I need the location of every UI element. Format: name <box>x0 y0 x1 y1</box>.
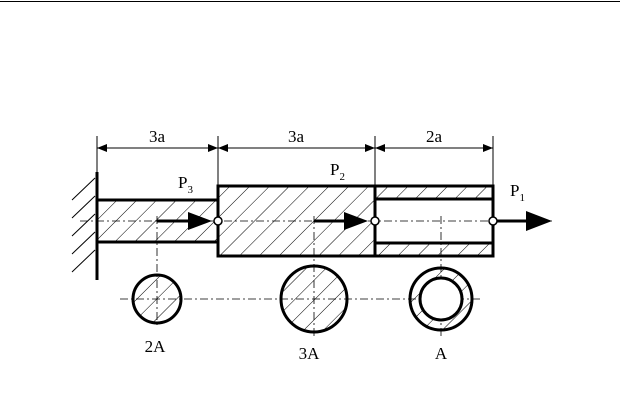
force-arrow-p1 <box>497 211 552 231</box>
bar-segment-3 <box>373 184 495 258</box>
cross-section-3 <box>408 266 474 332</box>
load-point-1 <box>488 216 498 226</box>
area-label-2: 3A <box>299 344 321 363</box>
wall-support <box>71 172 99 280</box>
area-label-1: 2A <box>145 337 167 356</box>
cross-section-1 <box>131 273 183 325</box>
load-point-3 <box>213 216 223 226</box>
force-label-p2: P2 <box>330 160 345 183</box>
force-label-p1: P1 <box>510 181 525 204</box>
area-label-3: A <box>435 344 448 363</box>
dimension-label-1: 3a <box>149 127 166 146</box>
force-label-p3: P3 <box>178 173 193 196</box>
dimension-label-2: 3a <box>288 127 305 146</box>
force-arrow-p2 <box>314 212 368 230</box>
load-point-2 <box>370 216 380 226</box>
cross-section-2 <box>279 264 349 334</box>
force-arrow-p3 <box>157 212 212 230</box>
dimension-label-3: 2a <box>426 127 443 146</box>
